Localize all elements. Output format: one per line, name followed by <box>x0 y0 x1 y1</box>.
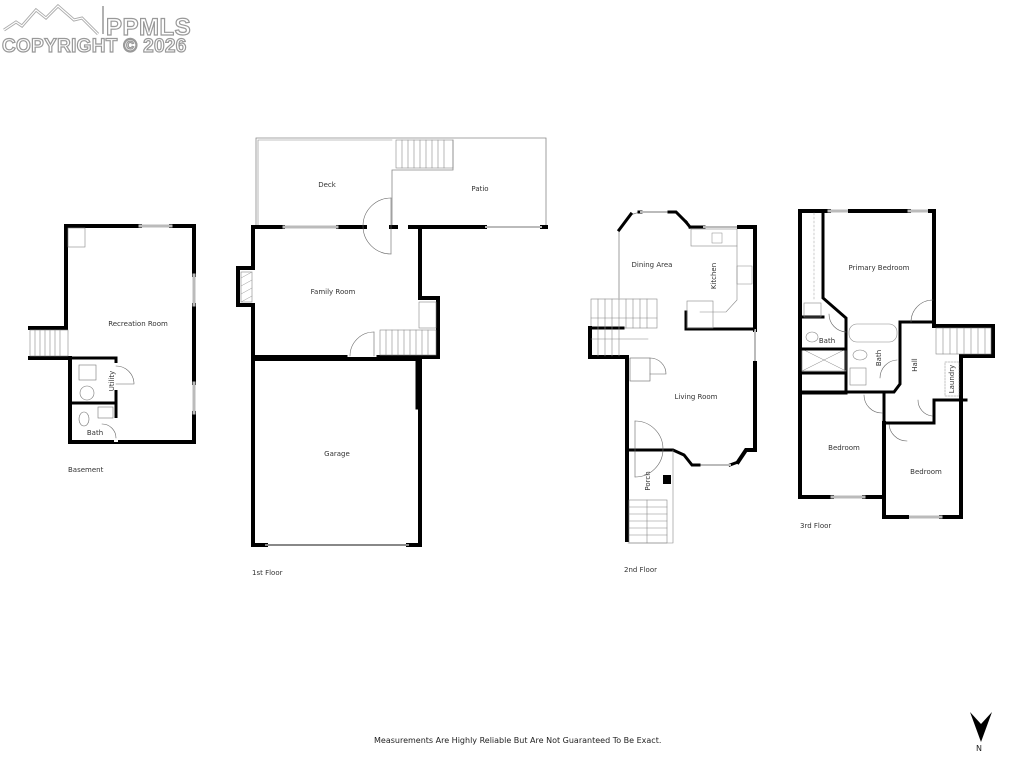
room-label-bedroom-3: Bedroom <box>910 468 942 476</box>
room-label-primary-bedroom: Primary Bedroom <box>848 264 910 272</box>
room-label-patio: Patio <box>471 185 489 193</box>
ppmls-watermark: PPMLS COPYRIGHT © 2026 <box>1 2 212 58</box>
floor-label-2nd-floor: 2nd Floor <box>624 566 657 574</box>
room-label-hall: Hall <box>911 358 919 372</box>
basement-plan <box>28 224 196 444</box>
room-label-garage: Garage <box>324 450 350 458</box>
north-label: N <box>976 744 982 753</box>
north-arrow-icon <box>970 712 992 742</box>
room-label-utility: Utility <box>108 370 116 392</box>
floor-label-basement: Basement <box>68 466 104 474</box>
floor-label-1st-floor: 1st Floor <box>252 569 283 577</box>
third-floor-plan <box>798 209 995 519</box>
room-label-dining-area: Dining Area <box>631 261 673 269</box>
measurement-disclaimer: Measurements Are Highly Reliable But Are… <box>374 736 662 745</box>
watermark-brand: PPMLS <box>105 13 192 41</box>
room-label-bedroom-2: Bedroom <box>828 444 860 452</box>
mountain-logo-icon <box>3 4 104 36</box>
room-label-family-room: Family Room <box>310 288 356 296</box>
watermark-copyright: COPYRIGHT © 2026 <box>1 35 187 57</box>
room-label-primary-bath: Bath <box>818 337 836 345</box>
second-floor-plan <box>588 210 757 544</box>
room-label-porch: Porch <box>644 471 652 491</box>
room-label-hall-bath: Bath <box>875 349 883 367</box>
room-label-laundry: Laundry <box>948 364 956 394</box>
first-floor-plan <box>236 137 548 547</box>
room-label-basement-bath: Bath <box>86 429 104 437</box>
room-label-deck: Deck <box>318 181 336 189</box>
room-label-kitchen: Kitchen <box>710 262 718 290</box>
room-label-living-room: Living Room <box>674 393 718 401</box>
floor-label-3rd-floor: 3rd Floor <box>800 522 832 530</box>
room-label-recreation-room: Recreation Room <box>108 320 168 328</box>
